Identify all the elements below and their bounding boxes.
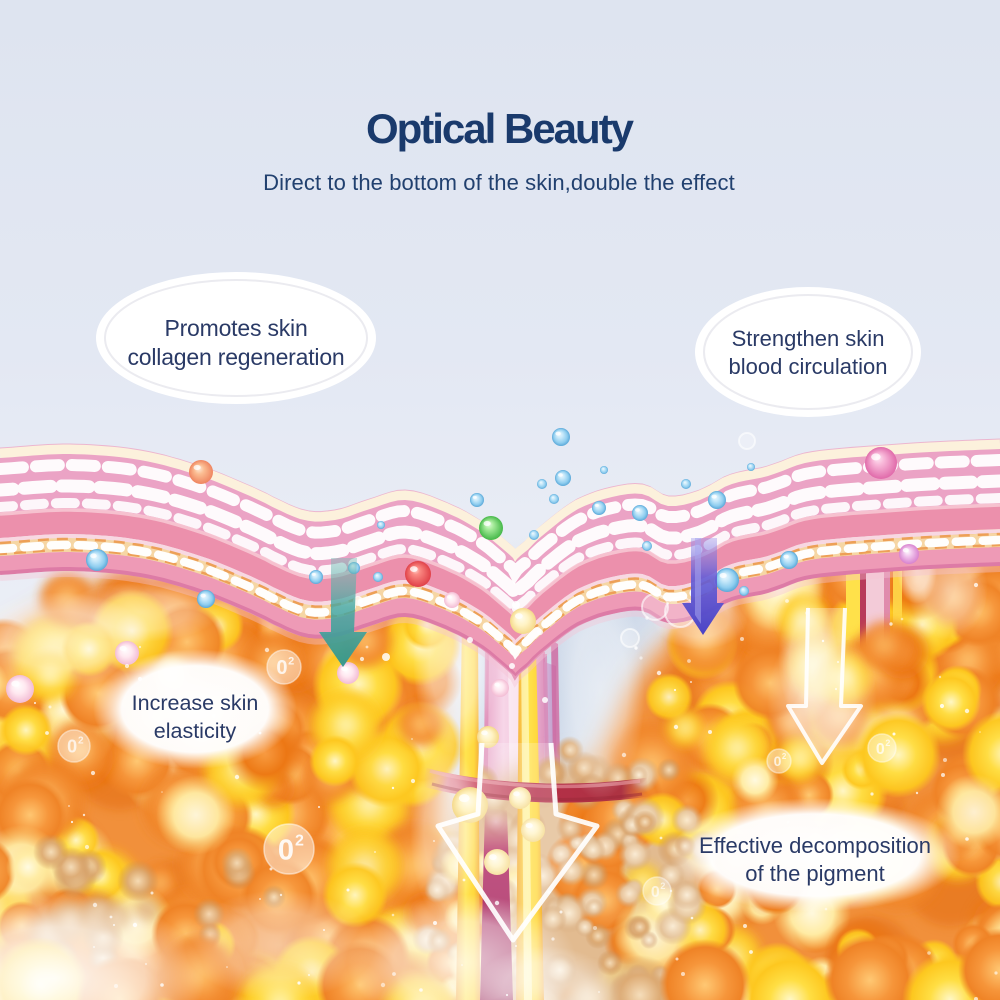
svg-text:of the pigment: of the pigment xyxy=(745,861,884,886)
svg-text:2: 2 xyxy=(660,881,665,891)
svg-text:0: 0 xyxy=(876,741,885,758)
svg-text:2: 2 xyxy=(885,738,890,748)
svg-text:2: 2 xyxy=(78,736,84,747)
svg-text:Effective decomposition: Effective decomposition xyxy=(699,833,931,858)
svg-text:Promotes skin: Promotes skin xyxy=(164,315,307,341)
svg-text:blood circulation: blood circulation xyxy=(729,354,888,379)
svg-text:elasticity: elasticity xyxy=(154,719,237,743)
svg-text:Optical Beauty: Optical Beauty xyxy=(366,105,635,152)
svg-text:0: 0 xyxy=(774,753,782,769)
svg-text:0: 0 xyxy=(651,884,660,901)
svg-text:0: 0 xyxy=(67,736,77,756)
svg-text:collagen regeneration: collagen regeneration xyxy=(127,344,344,370)
svg-text:0: 0 xyxy=(278,834,294,866)
svg-text:0: 0 xyxy=(276,657,287,679)
svg-text:Increase skin: Increase skin xyxy=(132,691,259,715)
svg-text:2: 2 xyxy=(782,752,787,761)
svg-text:2: 2 xyxy=(288,655,294,667)
svg-text:Strengthen skin: Strengthen skin xyxy=(732,326,885,351)
svg-text:Direct to the bottom of the sk: Direct to the bottom of the skin,double … xyxy=(263,170,735,195)
svg-text:2: 2 xyxy=(295,832,304,849)
